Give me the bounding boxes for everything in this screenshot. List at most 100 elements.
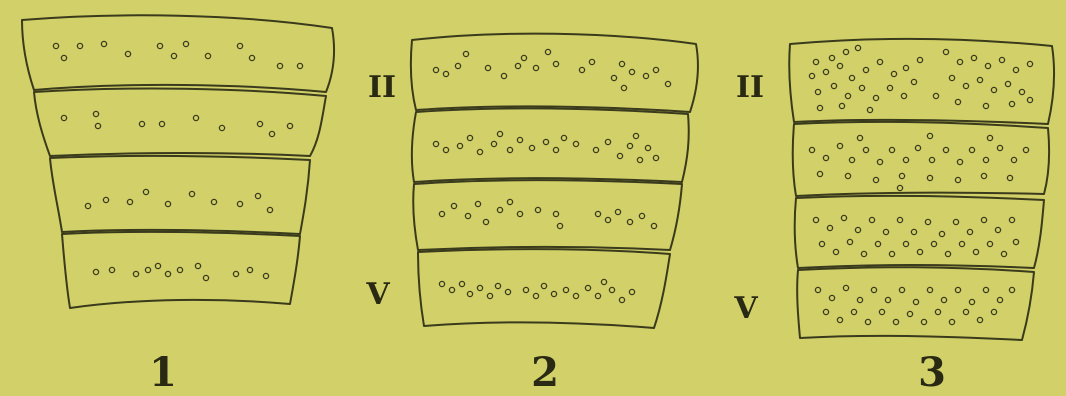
pore-dot xyxy=(1027,97,1032,102)
pore-dot xyxy=(983,157,988,162)
pore-dot xyxy=(973,249,978,254)
pore-dot xyxy=(459,281,464,286)
pore-dot xyxy=(877,59,882,64)
pore-dot xyxy=(977,317,982,322)
pore-dot xyxy=(927,133,932,138)
pore-dot xyxy=(501,73,506,78)
pore-dot xyxy=(903,157,908,162)
fig2-segment-3 xyxy=(412,108,689,182)
pore-dot xyxy=(999,57,1004,62)
fig1-segment-2-outline xyxy=(22,15,334,92)
pore-dot xyxy=(865,319,870,324)
pore-dot xyxy=(911,229,916,234)
pore-dot xyxy=(443,71,448,76)
fig3-segment-5-pores xyxy=(815,285,1014,324)
pore-dot xyxy=(1027,61,1032,66)
pore-dot xyxy=(875,241,880,246)
pore-dot xyxy=(477,149,482,154)
pore-dot xyxy=(929,157,934,162)
pore-dot xyxy=(629,289,634,294)
pore-dot xyxy=(977,77,982,82)
pore-dot xyxy=(859,85,864,90)
pore-dot xyxy=(957,159,962,164)
pore-dot xyxy=(629,69,634,74)
pore-dot xyxy=(483,219,488,224)
figure-2-number: 2 xyxy=(531,349,559,396)
pore-dot xyxy=(443,147,448,152)
pore-dot xyxy=(991,309,996,314)
pore-dot xyxy=(477,285,482,290)
fig2-segment-4-pores xyxy=(439,199,656,228)
pore-dot xyxy=(627,143,632,148)
pore-dot xyxy=(605,139,610,144)
pore-dot xyxy=(957,59,962,64)
pore-dot xyxy=(927,175,932,180)
pore-dot xyxy=(533,65,538,70)
pore-dot xyxy=(893,319,898,324)
pore-dot xyxy=(595,211,600,216)
pore-dot xyxy=(945,251,950,256)
pore-dot xyxy=(815,287,820,292)
pore-dot xyxy=(433,141,438,146)
pore-dot xyxy=(633,133,638,138)
pore-dot xyxy=(901,93,906,98)
pore-dot xyxy=(61,115,66,120)
pore-dot xyxy=(257,121,262,126)
pore-dot xyxy=(857,297,862,302)
pore-dot xyxy=(845,93,850,98)
pore-dot xyxy=(553,211,558,216)
pore-dot xyxy=(101,41,106,46)
pore-dot xyxy=(869,217,874,222)
pore-dot xyxy=(1009,287,1014,292)
pore-dot xyxy=(1009,217,1014,222)
pore-dot xyxy=(841,215,846,220)
fig3-segment-5 xyxy=(797,267,1034,340)
pore-dot xyxy=(823,309,828,314)
pore-dot xyxy=(507,147,512,152)
pore-dot xyxy=(93,111,98,116)
pore-dot xyxy=(823,155,828,160)
pore-dot xyxy=(457,143,462,148)
fig1-segment-3-outline xyxy=(34,89,326,156)
pore-dot xyxy=(915,145,920,150)
pore-dot xyxy=(1013,67,1018,72)
pore-dot xyxy=(845,173,850,178)
pore-dot xyxy=(981,173,986,178)
pore-dot xyxy=(579,67,584,72)
pore-dot xyxy=(903,65,908,70)
pore-dot xyxy=(813,217,818,222)
pore-dot xyxy=(837,317,842,322)
pore-dot xyxy=(195,263,200,268)
pore-dot xyxy=(855,227,860,232)
fig1-segment-4 xyxy=(50,156,310,234)
pore-dot xyxy=(839,103,844,108)
pore-dot xyxy=(911,79,916,84)
pore-dot xyxy=(77,43,82,48)
pore-dot xyxy=(983,287,988,292)
pore-dot xyxy=(553,147,558,152)
pore-dot xyxy=(255,193,260,198)
pore-dot xyxy=(897,185,902,190)
figure-3: 3 xyxy=(789,39,1054,396)
pore-dot xyxy=(849,157,854,162)
fig1-segment-4-outline xyxy=(50,156,310,234)
pore-dot xyxy=(617,153,622,158)
pore-dot xyxy=(913,299,918,304)
pore-dot xyxy=(605,217,610,222)
pore-dot xyxy=(967,229,972,234)
pore-dot xyxy=(963,309,968,314)
pore-dot xyxy=(507,199,512,204)
pore-dot xyxy=(921,319,926,324)
fig3-segment-4 xyxy=(795,196,1044,268)
pore-dot xyxy=(433,67,438,72)
pore-dot xyxy=(823,69,828,74)
pore-dot xyxy=(233,271,238,276)
pore-dot xyxy=(877,159,882,164)
pore-dot xyxy=(899,173,904,178)
pore-dot xyxy=(497,207,502,212)
pore-dot xyxy=(969,147,974,152)
pore-dot xyxy=(809,73,814,78)
pore-dot xyxy=(515,63,520,68)
pore-dot xyxy=(619,61,624,66)
